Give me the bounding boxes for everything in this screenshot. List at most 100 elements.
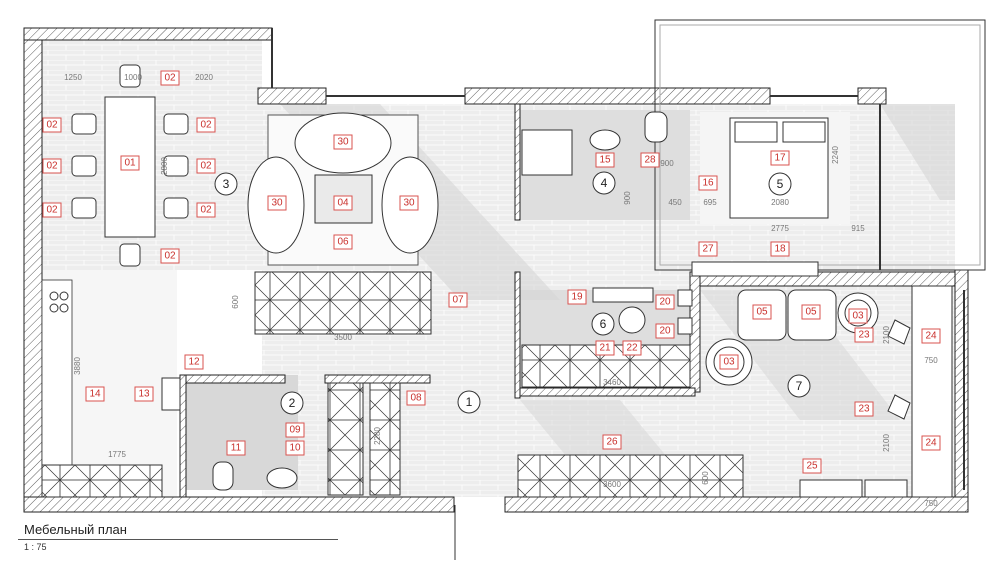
room-number-marker: 2 [280, 391, 304, 415]
tag-label: 03 [852, 311, 864, 322]
dining-chairs [71, 64, 189, 267]
bench [799, 479, 863, 498]
tag-label: 13 [138, 389, 150, 400]
furniture-tag: 10 [285, 440, 305, 456]
furniture-tag: 05 [801, 304, 821, 320]
tv-cabinet [254, 271, 432, 335]
room-number: 3 [223, 177, 230, 191]
tag-label: 23 [858, 330, 870, 341]
dimension-label: 2100 [882, 326, 891, 344]
tag-label: 30 [337, 137, 349, 148]
furniture-tag: 02 [160, 70, 180, 86]
tag-label: 03 [723, 357, 735, 368]
wardrobe [517, 454, 744, 498]
furniture-tag: 03 [719, 354, 739, 370]
dimension-label: 2800 [160, 157, 169, 175]
room-number: 2 [289, 396, 296, 410]
tag-label: 14 [89, 389, 101, 400]
tag-label: 02 [200, 205, 212, 216]
furniture-tag: 27 [698, 241, 718, 257]
furniture-tag: 02 [196, 158, 216, 174]
tag-label: 02 [46, 120, 58, 131]
tag-label: 02 [46, 205, 58, 216]
tv-console [691, 261, 819, 277]
walls [23, 19, 986, 560]
shower [521, 129, 573, 176]
plan-scale: 1 : 75 [24, 542, 47, 552]
dimension-label: 1000 [124, 73, 142, 82]
dimension-label: 2080 [771, 198, 789, 207]
tag-label: 22 [626, 343, 638, 354]
tag-label: 10 [289, 443, 301, 454]
wardrobe [327, 382, 364, 496]
room-markers: 1 2 3 4 5 6 7 [214, 171, 811, 415]
dimension-label: 900 [660, 159, 674, 168]
dimension-label: 3880 [73, 357, 82, 375]
furniture-tag: 08 [406, 390, 426, 406]
tag-label: 17 [774, 153, 786, 164]
furniture-tag: 21 [595, 340, 615, 356]
tag-label: 09 [289, 425, 301, 436]
tag-label: 05 [756, 307, 768, 318]
furniture-tag: 04 [333, 195, 353, 211]
dimension-label: 2280 [373, 427, 382, 445]
workbench [911, 285, 953, 498]
furniture-tag: 13 [134, 386, 154, 402]
dimension-label: 2020 [195, 73, 213, 82]
furniture-tag: 17 [770, 150, 790, 166]
tag-label: 30 [271, 198, 283, 209]
toilet [644, 111, 668, 143]
tag-label: 01 [124, 158, 136, 169]
tag-label: 25 [806, 461, 818, 472]
furniture-tag: 23 [854, 327, 874, 343]
furniture-tag: 24 [921, 435, 941, 451]
furniture-tag: 09 [285, 422, 305, 438]
room-number-marker: 5 [768, 172, 792, 196]
furniture-tag: 06 [333, 234, 353, 250]
furniture [41, 64, 953, 498]
kitchen-lower-cabinets [41, 464, 163, 498]
toilet [212, 461, 234, 491]
furniture-tag: 22 [622, 340, 642, 356]
plan-title: Мебельный план [24, 522, 127, 537]
tag-label: 11 [231, 443, 242, 454]
tag-label: 20 [659, 297, 671, 308]
furniture-tag: 07 [448, 292, 468, 308]
furniture-tag: 30 [333, 134, 353, 150]
furniture-tag: 30 [399, 195, 419, 211]
tag-label: 30 [403, 198, 415, 209]
room-number-marker: 7 [787, 374, 811, 398]
furniture-tag: 18 [770, 241, 790, 257]
tag-label: 07 [452, 295, 464, 306]
furniture-tag: 16 [698, 175, 718, 191]
tag-label: 20 [659, 326, 671, 337]
room-number-marker: 1 [457, 390, 481, 414]
tag-label: 05 [805, 307, 817, 318]
dimension-label: 2100 [882, 434, 891, 452]
furniture-tag: 24 [921, 328, 941, 344]
room-number-marker: 6 [591, 312, 615, 336]
room-number-marker: 4 [592, 171, 616, 195]
tag-label: 19 [571, 292, 583, 303]
dimension-label: 900 [623, 191, 632, 205]
dimension-label: 1250 [64, 73, 82, 82]
room-number: 6 [600, 317, 607, 331]
dimension-label: 915 [851, 224, 865, 233]
tag-label: 12 [188, 357, 200, 368]
furniture-tag: 02 [196, 117, 216, 133]
dimension-label: 450 [668, 198, 682, 207]
dimension-label: 3500 [334, 333, 352, 342]
tag-label: 26 [606, 437, 618, 448]
tag-label: 02 [200, 161, 212, 172]
dimension-label: 3460 [603, 378, 621, 387]
furniture-tag: 30 [267, 195, 287, 211]
tag-label: 18 [774, 244, 786, 255]
tag-label: 21 [599, 343, 611, 354]
dimension-label: 600 [231, 295, 240, 309]
furniture-tag: 19 [567, 289, 587, 305]
furniture-tag: 20 [655, 294, 675, 310]
tag-label: 06 [337, 237, 349, 248]
